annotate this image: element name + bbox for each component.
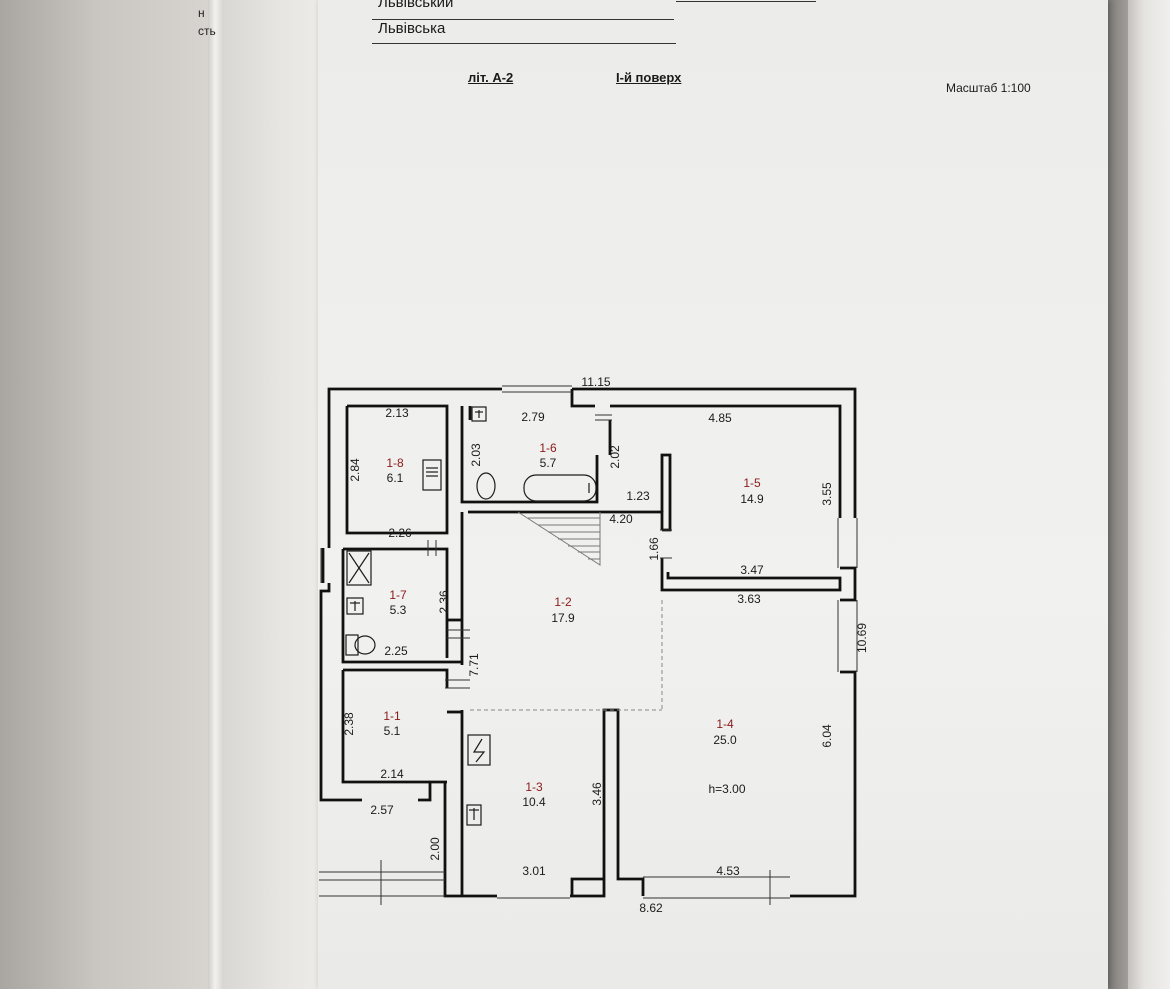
staircase	[517, 511, 601, 566]
vertical-dimension-labels: 2.84 2.03 2.02 3.55 1.66 2.36 10.69 7.71…	[342, 443, 869, 861]
room-1-7-id: 1-7	[389, 588, 407, 602]
floor-label: І-й поверх	[616, 70, 682, 85]
prev-page-text-1: н	[198, 6, 205, 20]
windows	[319, 385, 858, 905]
dim-r11-height: 2.38	[342, 712, 356, 736]
room-1-5-area: 14.9	[740, 492, 764, 506]
dashed-boundaries	[470, 600, 663, 711]
room-1-8-id: 1-8	[386, 456, 404, 470]
stair-top-wall	[468, 510, 664, 530]
openings	[427, 414, 771, 905]
dim-r16-height: 2.03	[469, 443, 483, 467]
binder-spine-edge	[208, 0, 222, 989]
room-1-8-area: 6.1	[387, 471, 404, 485]
dim-r17-height: 2.36	[437, 590, 451, 614]
fixtures	[345, 406, 597, 826]
bath-top-jog	[570, 389, 595, 408]
room-1-1-walls	[341, 670, 430, 784]
paper-stack	[222, 0, 322, 989]
outer-wall-mid-right	[840, 566, 857, 602]
room-1-2-id: 1-2	[554, 595, 572, 609]
wall-1-3-1-4	[570, 708, 645, 898]
district-field: Львівський	[378, 0, 454, 11]
toilet-bath-icon	[476, 472, 496, 500]
shower-icon	[346, 550, 372, 586]
room-1-1-area: 5.1	[384, 724, 401, 738]
next-sheet-shadow	[1108, 0, 1128, 989]
sink-1-3-icon	[466, 804, 482, 826]
next-sheet	[1128, 0, 1170, 989]
district-underline	[372, 19, 674, 20]
outer-wall-top-right	[572, 387, 857, 518]
dim-r15-height: 3.55	[820, 482, 834, 506]
room-1-4-area: 25.0	[713, 733, 737, 747]
room-1-3-id: 1-3	[525, 780, 543, 794]
room-1-6-area: 5.7	[540, 456, 557, 470]
walls	[319, 387, 857, 898]
ceiling-height: h=3.00	[708, 782, 745, 796]
entry-jog	[418, 780, 447, 802]
dim-hall-length: 7.71	[467, 653, 481, 677]
room-1-1-id: 1-1	[383, 709, 401, 723]
dim-r18-width: 2.13	[385, 406, 409, 420]
prev-page-text-2: сть	[198, 24, 216, 38]
room-1-4-id: 1-4	[716, 717, 734, 731]
toilet-icon	[354, 635, 376, 655]
dimension-labels: 11.15 2.13 2.79 4.85 1.23 4.20 2.26 3.47…	[370, 375, 764, 915]
header-rule-top	[676, 1, 816, 2]
dim-r15-width: 4.85	[708, 411, 732, 425]
dim-stair-step: 1.66	[647, 537, 661, 561]
binder-left-pages	[0, 0, 215, 989]
dim-total-bottom: 8.62	[639, 901, 663, 915]
room-1-8-walls	[345, 404, 449, 535]
radiator-icon	[422, 459, 442, 491]
region-field: Львівська	[378, 20, 446, 37]
floor-plan-sheet	[318, 0, 1108, 989]
dim-r13-height: 3.46	[590, 782, 604, 806]
room-1-6-id: 1-6	[539, 441, 557, 455]
outer-wall-top-left	[327, 387, 502, 533]
dim-total-right: 10.69	[855, 623, 869, 653]
dim-closet: 1.23	[626, 489, 650, 503]
room-1-5-id: 1-5	[743, 476, 761, 490]
dim-r14-height: 6.04	[820, 724, 834, 748]
boiler-icon	[467, 734, 491, 766]
room-1-3-area: 10.4	[522, 795, 546, 809]
sink-1-7-icon	[346, 597, 364, 615]
room-1-2-area: 17.9	[551, 611, 575, 625]
bathtub-icon	[523, 474, 597, 502]
outer-wall-left	[319, 583, 362, 802]
outer-wall-bottom-right	[790, 670, 857, 898]
room-1-7-area: 5.3	[390, 603, 407, 617]
dim-r17-bottom: 2.25	[384, 644, 408, 658]
dim-r16-right: 2.02	[608, 445, 622, 469]
building-letter: літ. А-2	[468, 70, 514, 85]
room-1-7-walls	[343, 547, 449, 658]
dim-entry-depth: 2.00	[428, 837, 442, 861]
dim-total-top: 11.15	[581, 375, 610, 389]
dim-r16-width: 2.79	[521, 410, 545, 424]
toilet-tank-icon	[345, 634, 359, 656]
region-underline	[372, 43, 676, 44]
dim-r14-bottom: 4.53	[716, 864, 740, 878]
dim-stair-width: 4.20	[609, 512, 633, 526]
dim-entry-width: 2.57	[370, 803, 394, 817]
sink-icon	[471, 406, 487, 422]
room-1-5-inner-top	[610, 404, 842, 518]
scale-label: Масштаб 1:100	[946, 81, 1031, 95]
dim-r17-top: 2.26	[388, 526, 412, 540]
dim-r15-bottom: 3.47	[740, 563, 764, 577]
dim-r13-bottom: 3.01	[522, 864, 546, 878]
dim-r11-bottom: 2.14	[380, 767, 404, 781]
dim-r18-height: 2.84	[348, 458, 362, 482]
dim-r14-top: 3.63	[737, 592, 761, 606]
room-1-5-bottom-wall	[660, 558, 842, 592]
entry-right-wall	[443, 782, 497, 898]
room-labels: 1-8 6.1 1-6 5.7 1-5 14.9 1-7 5.3 1-2 17.…	[383, 441, 764, 809]
bath-walls	[460, 406, 599, 504]
